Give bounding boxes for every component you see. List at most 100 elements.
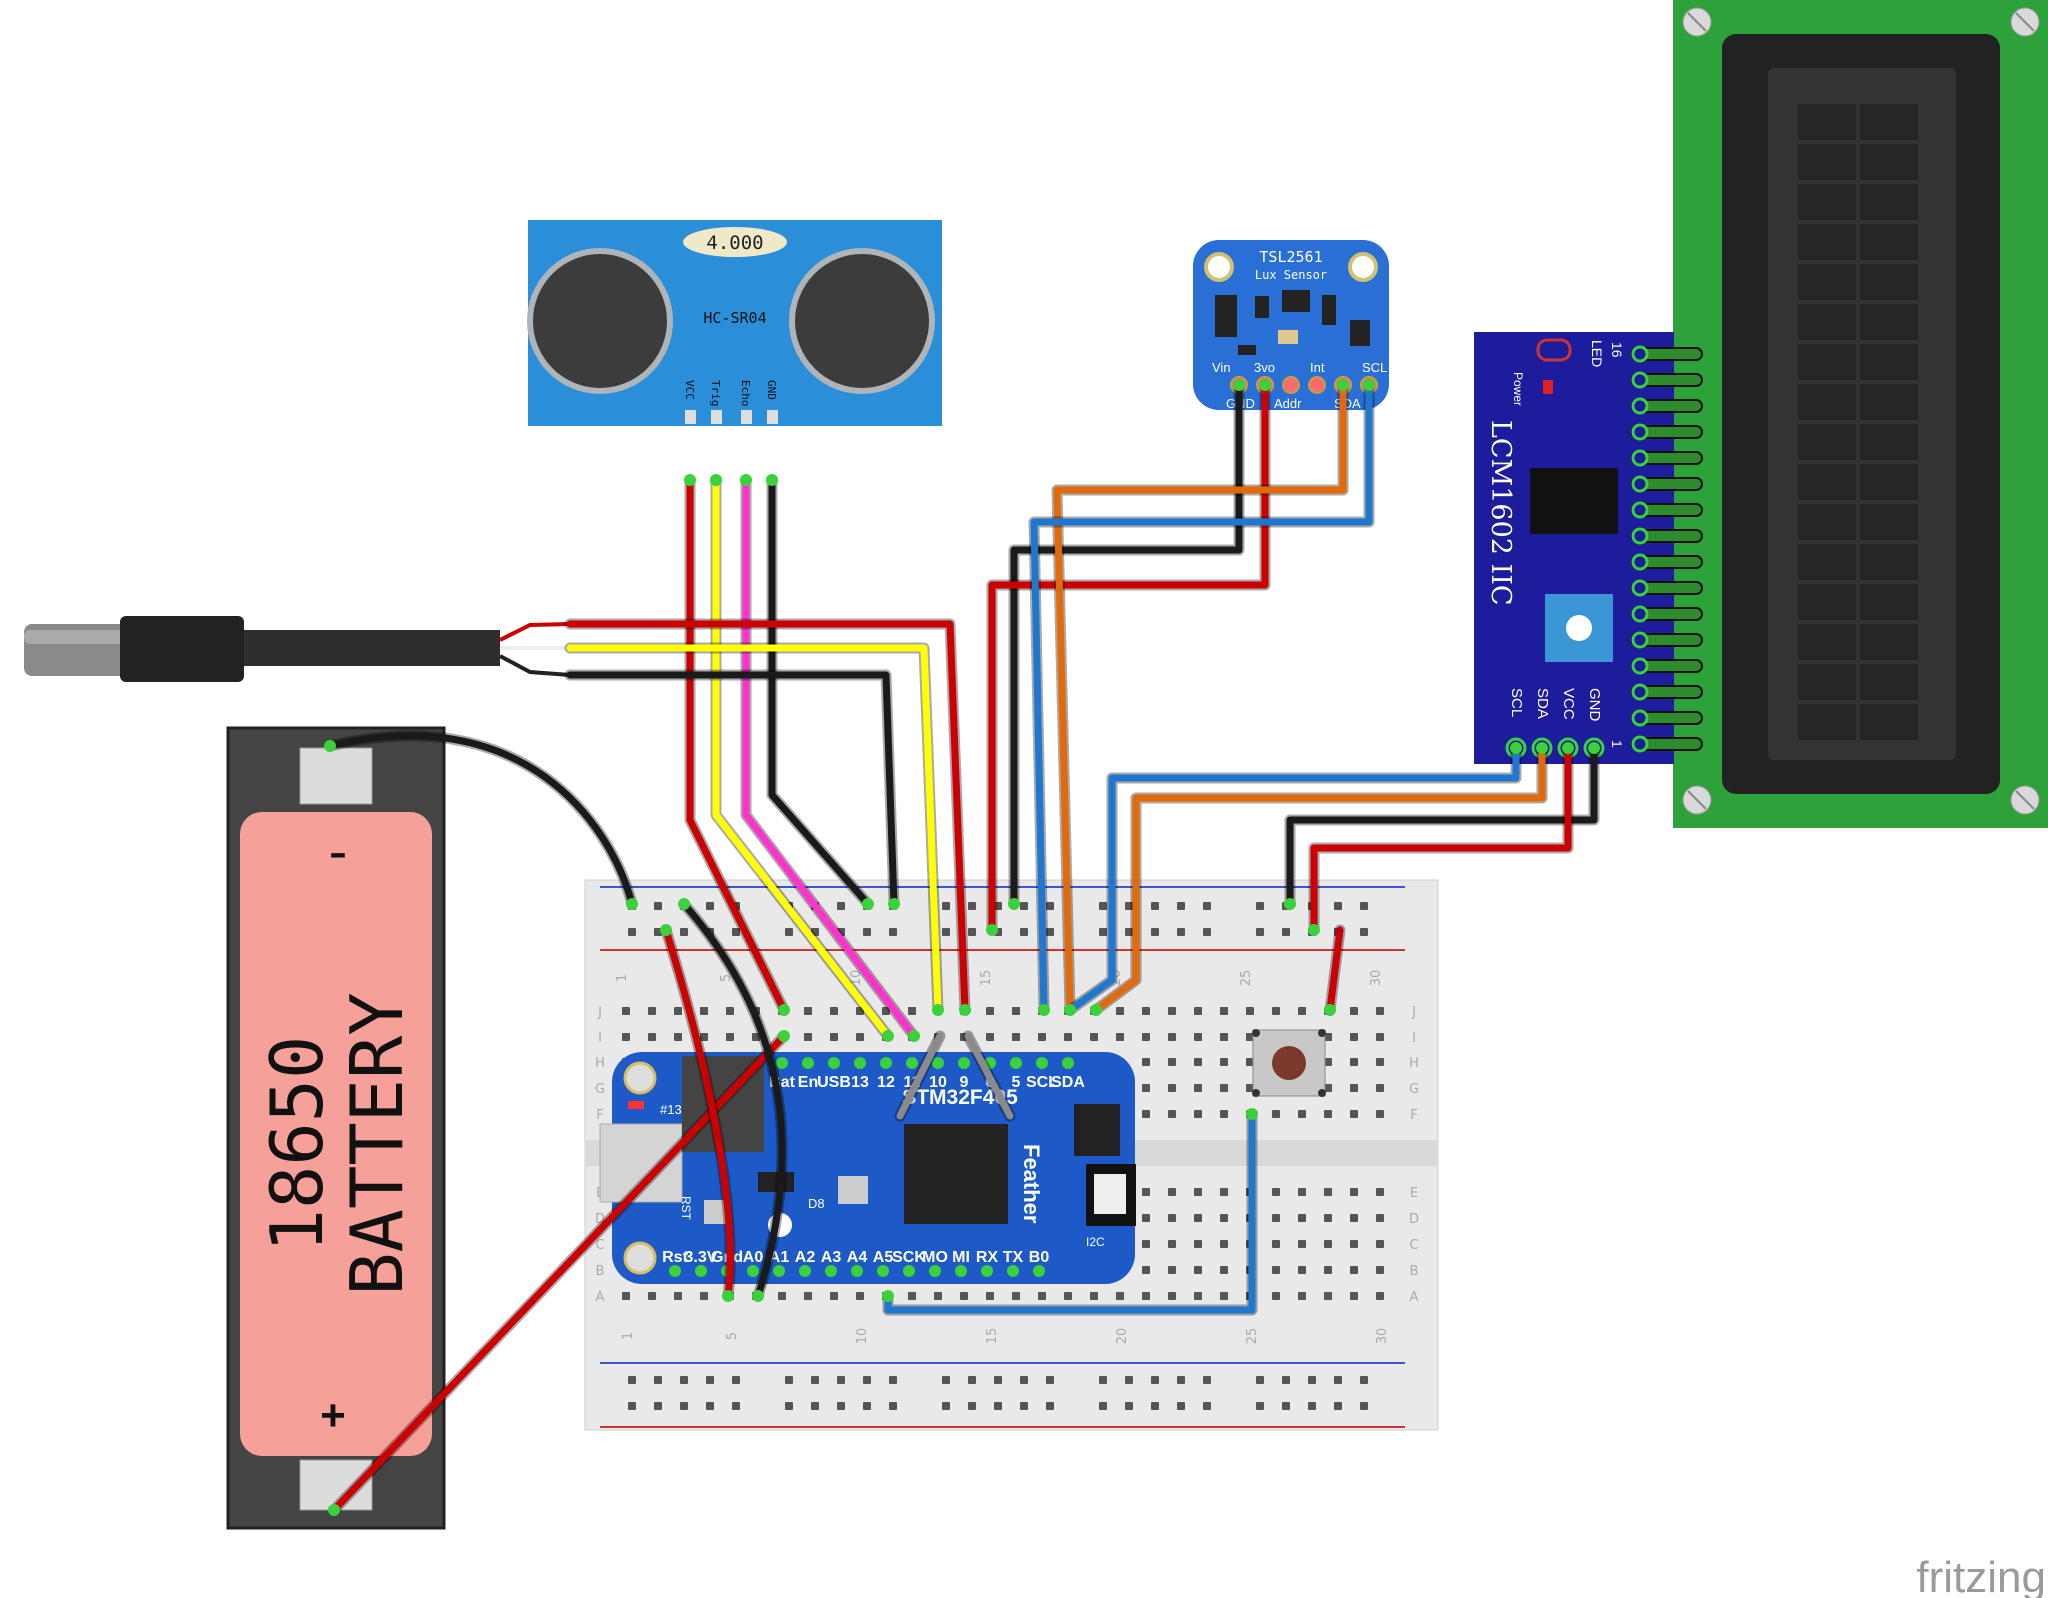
rail-red-wire	[662, 926, 734, 1300]
header-pad	[1631, 709, 1649, 727]
breadboard-hole	[1376, 1214, 1384, 1222]
breadboard-hole	[648, 1007, 656, 1015]
pin-label: En	[798, 1074, 818, 1091]
header-pad	[1631, 553, 1649, 571]
breadboard-hole	[882, 1007, 890, 1015]
battery-label-line2: BATTERY	[335, 992, 419, 1295]
feather-pin	[773, 1265, 785, 1277]
rail-hole	[1256, 1402, 1264, 1410]
pin-label: 5	[1012, 1074, 1021, 1091]
sr04-echo-wire	[742, 476, 918, 1040]
rail-hole	[732, 1376, 740, 1384]
wire-end	[626, 898, 638, 910]
lcd-cell	[1798, 704, 1856, 740]
feather-pin	[981, 1265, 993, 1277]
fritzing-watermark: fritzing	[1916, 1553, 2046, 1598]
sensor-model: HC-SR04	[703, 309, 766, 327]
sensor-pin	[741, 410, 752, 424]
header-pad	[1631, 371, 1649, 389]
feather-pin	[903, 1265, 915, 1277]
rail-hole	[1020, 1376, 1028, 1384]
rail-hole	[1151, 1402, 1159, 1410]
breadboard-hole	[1350, 1084, 1358, 1092]
breadboard-hole	[700, 1033, 708, 1041]
lcd-cell	[1860, 264, 1918, 300]
pin-label: 15	[985, 1328, 1000, 1345]
rail-hole	[1256, 928, 1264, 936]
feather-pin	[828, 1057, 840, 1069]
rail-hole	[889, 1376, 897, 1384]
pin-label: MO	[922, 1249, 948, 1266]
breadboard-hole	[1376, 1058, 1384, 1066]
breadboard-hole	[1324, 1214, 1332, 1222]
rail-hole	[1099, 928, 1107, 936]
breadboard-hole	[1324, 1058, 1332, 1066]
rail-hole	[680, 1376, 688, 1384]
breadboard-hole	[1012, 1007, 1020, 1015]
feather-pin	[669, 1265, 681, 1277]
wire-end	[778, 1030, 790, 1042]
rail-hole	[994, 902, 1002, 910]
pin-label: A4	[847, 1249, 868, 1266]
breadboard-hole	[778, 1292, 786, 1300]
rail-hole	[1125, 1402, 1133, 1410]
pin-1-label: 1	[1609, 740, 1625, 748]
wire-end	[752, 1290, 764, 1302]
breadboard-hole	[1376, 1188, 1384, 1196]
feather-pin	[958, 1057, 970, 1069]
rail-hole	[1151, 1376, 1159, 1384]
wire-end	[1064, 1004, 1076, 1016]
power-label: Power	[1511, 372, 1525, 406]
breadboard-hole	[1324, 1292, 1332, 1300]
lcd-cell	[1798, 144, 1856, 180]
feather-pin	[955, 1265, 967, 1277]
lcd-cell	[1860, 384, 1918, 420]
wire-end	[1008, 898, 1020, 910]
rail-hole	[1282, 1402, 1290, 1410]
breadboard-hole	[1376, 1110, 1384, 1118]
breadboard-hole	[700, 1292, 708, 1300]
breadboard-hole	[1194, 1084, 1202, 1092]
rail-hole	[628, 928, 636, 936]
rail-hole	[1151, 902, 1159, 910]
rail-hole	[654, 1402, 662, 1410]
breadboard-hole	[1038, 1033, 1046, 1041]
rail-hole	[1203, 902, 1211, 910]
rail-hole	[732, 928, 740, 936]
breadboard-hole	[1194, 1214, 1202, 1222]
rail-hole	[785, 1376, 793, 1384]
wire-end	[1324, 1004, 1336, 1016]
i2c-port-label: I2C	[1086, 1235, 1105, 1249]
breadboard-hole	[1350, 1214, 1358, 1222]
pin-label: F	[596, 1108, 603, 1123]
feather-pin	[1010, 1057, 1022, 1069]
probe-data-wire	[566, 644, 942, 1014]
wire-end	[1536, 742, 1548, 754]
breadboard-hole	[1194, 1007, 1202, 1015]
lcd-cell	[1860, 584, 1918, 620]
breadboard-hole	[804, 1292, 812, 1300]
breadboard-hole	[622, 1007, 630, 1015]
lcd-cell	[1798, 104, 1856, 140]
wire-end	[324, 740, 336, 752]
rail-hole	[837, 902, 845, 910]
breadboard-hole	[830, 1007, 838, 1015]
lux-title: TSL2561	[1259, 248, 1322, 266]
breadboard-hole	[1272, 1240, 1280, 1248]
sr04-trig-wire	[712, 476, 892, 1040]
rail-hole	[706, 1376, 714, 1384]
rail-hole	[628, 1402, 636, 1410]
pin-label: I	[1412, 1031, 1416, 1046]
pin-label: 5	[725, 1332, 740, 1340]
rail-hole	[1334, 1402, 1342, 1410]
feather-pin	[880, 1057, 892, 1069]
wire-end	[882, 1290, 894, 1302]
breadboard-hole	[1142, 1240, 1150, 1248]
breadboard-hole	[1142, 1058, 1150, 1066]
rail-hole	[732, 1402, 740, 1410]
breadboard-hole	[1090, 1292, 1098, 1300]
lcd-cell	[1860, 624, 1918, 660]
wire-end	[722, 1290, 734, 1302]
breadboard-hole	[1142, 1110, 1150, 1118]
sr04-gnd-wire-shadow	[766, 474, 874, 910]
